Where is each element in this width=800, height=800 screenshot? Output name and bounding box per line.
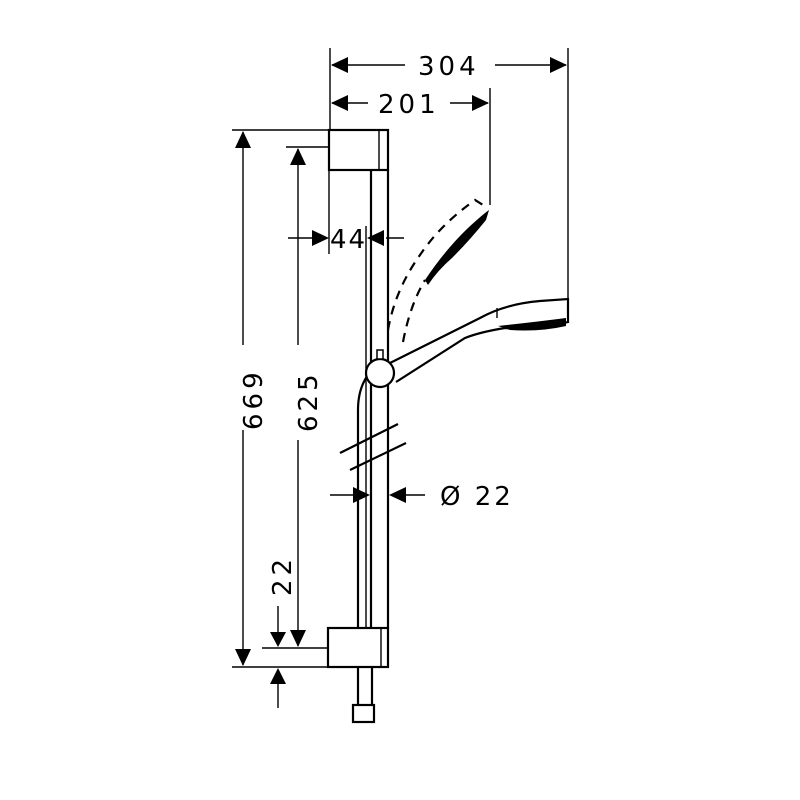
dimension-304: 304 (331, 52, 567, 82)
dimension-label-304: 304 (418, 52, 480, 82)
bottom-wall-bracket (326, 626, 390, 669)
dimension-625: 625 (290, 148, 324, 647)
dimension-label-669: 669 (239, 368, 269, 430)
dimension-label-22: 22 (268, 555, 298, 596)
dimension-201: 201 (331, 90, 489, 120)
dimension-diameter-22: Ø 22 (330, 482, 514, 512)
dimension-label-201: 201 (378, 90, 440, 120)
extension-lines (232, 48, 569, 668)
dimension-22-bracket: 22 (268, 555, 298, 708)
dimension-label-44: 44 (330, 225, 367, 255)
break-lines (339, 423, 407, 471)
hand-shower (364, 297, 570, 389)
hand-shower-tilted-dashed (386, 198, 489, 343)
slide-rail (369, 170, 390, 628)
dimension-669: 669 (235, 131, 269, 666)
dimension-label-diameter-22: Ø 22 (440, 482, 514, 512)
dimension-44: 44 (288, 225, 404, 255)
dimension-label-625: 625 (294, 370, 324, 432)
top-wall-bracket (327, 128, 390, 172)
